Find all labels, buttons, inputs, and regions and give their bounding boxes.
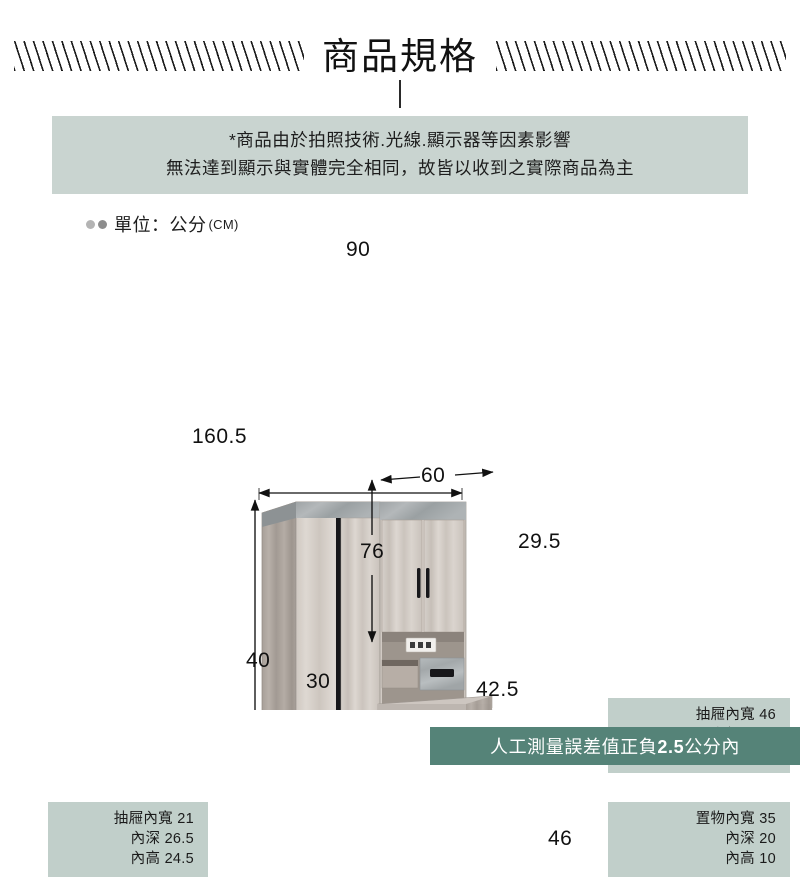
unit-label: 單位：公分 [114,215,207,235]
spec-sheet-page: 商品規格 *商品由於拍照技術.光線.顯示器等因素影響 無法達到顯示與實體完全相同… [0,24,800,877]
door-handle-right [426,568,430,598]
disclaimer-line-1: *商品由於拍照技術.光線.顯示器等因素影響 [228,130,572,151]
bullet-dot-icon-dark [98,219,107,229]
dimension-lines [250,468,494,710]
callout-stool-storage: 置物內寬 35 內深 20 內高 10 [608,802,790,877]
callout-cabinet-drawer-line-3: 內高 24.5 [130,851,194,867]
dimension-label-cabinet-width: 30 [306,670,331,693]
callout-stool-storage-line-3: 內高 10 [725,851,776,867]
product-drawing: 90 160.5 60 76 40 30 29.5 46 42.5 抽屜內寬 4… [0,230,800,877]
desk-graphic [377,695,493,710]
power-outlet-icon [405,637,437,653]
hatch-decoration-right [496,41,786,71]
disclaimer-box: *商品由於拍照技術.光線.顯示器等因素影響 無法達到顯示與實體完全相同，故皆以收… [52,116,748,194]
tolerance-text: 人工測量誤差值正負2.5公分內 [490,733,740,759]
dimension-label-overall-width: 90 [346,238,371,261]
title-tick-mark [399,80,401,108]
product-illustration-svg [250,468,494,710]
dimension-label-stool-depth: 29.5 [518,530,561,553]
dimension-label-desk-width: 60 [421,464,446,487]
page-header: 商品規格 [0,24,800,88]
upper-cabinet-graphic [379,501,467,705]
disclaimer-line-2: 無法達到顯示與實體完全相同，故皆以收到之實際商品為主 [166,158,634,178]
unit-row: 單位：公分 (CM) [86,211,239,237]
page-title: 商品規格 [322,35,478,77]
callout-desk-drawer-line-1: 抽屜內寬 46 [695,707,776,723]
dimension-label-stool-width: 42.5 [476,678,519,701]
dimension-label-cabinet-depth: 40 [246,649,271,672]
callout-stool-storage-line-2: 內深 20 [725,831,776,847]
dimension-label-stool-height: 46 [548,827,573,850]
door-handle-left [417,568,421,598]
measurement-tolerance-bar: 人工測量誤差值正負2.5公分內 [430,727,800,765]
bullet-dot-icon-light [86,219,95,229]
hatch-decoration-left [14,41,304,71]
callout-stool-storage-line-1: 置物內寬 35 [695,811,776,827]
unit-abbreviation: (CM) [208,216,239,232]
callout-cabinet-drawer-line-1: 抽屜內寬 21 [113,811,194,827]
tall-cabinet-graphic [261,501,381,710]
tolerance-text-suffix: 公分內 [684,737,741,757]
dimension-label-desk-height: 76 [360,540,385,563]
callout-cabinet-drawer-line-2: 內深 26.5 [130,831,194,847]
tolerance-value: 2.5 [657,737,685,757]
callout-cabinet-drawer: 抽屜內寬 21 內深 26.5 內高 24.5 [48,802,208,877]
tolerance-text-prefix: 人工測量誤差值正負 [489,737,658,757]
dimension-label-overall-height: 160.5 [192,425,248,448]
